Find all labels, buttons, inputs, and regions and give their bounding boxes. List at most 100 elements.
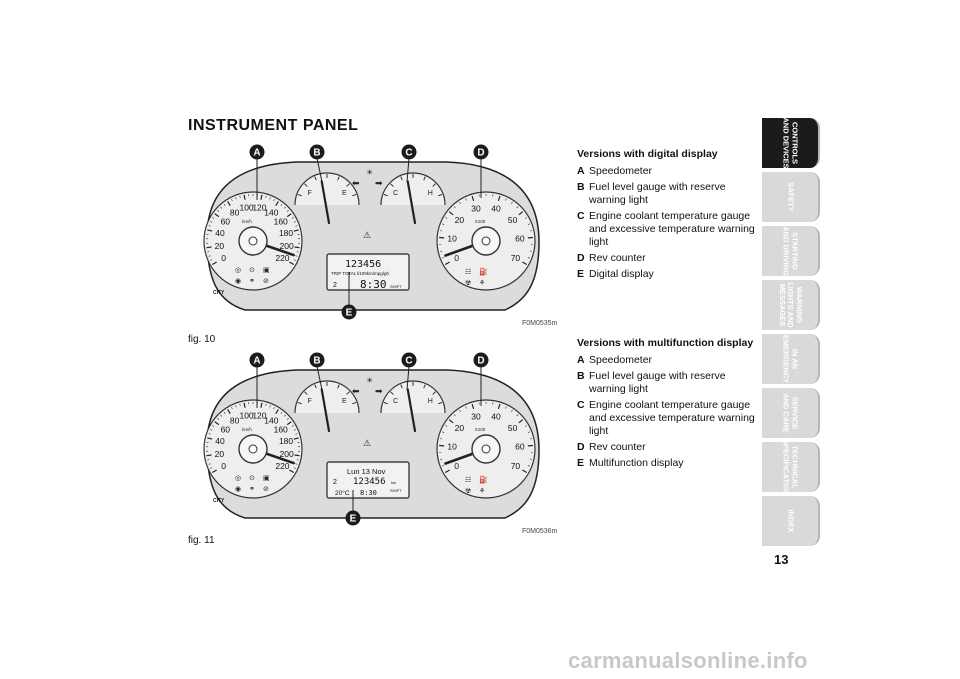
callout-marker — [473, 144, 489, 160]
tick-mark — [293, 437, 299, 440]
callout-letter: E — [350, 514, 357, 525]
dial-label: 120 — [252, 411, 266, 421]
dial-label: 80 — [230, 207, 240, 217]
city-label: CITY — [213, 290, 225, 296]
gear-indicator: 2 — [333, 282, 337, 289]
hub-center — [248, 236, 258, 246]
tick-mark — [390, 391, 394, 395]
tick-mark — [210, 221, 213, 223]
gear-indicator: 2 — [333, 479, 337, 486]
callout-marker — [341, 304, 357, 320]
tick-mark — [231, 199, 233, 202]
dial-label: 120 — [252, 203, 266, 213]
tick-mark — [516, 414, 519, 417]
tick-mark — [337, 176, 340, 181]
dial-label: 100 — [239, 203, 253, 213]
callout-letter: B — [313, 148, 320, 159]
dial-label: 30 — [471, 204, 481, 214]
hazard-warning-icon: ⚠ — [363, 230, 371, 240]
tab-warning-lights[interactable]: WARNING LIGHTS AND MESSAGES — [762, 280, 820, 330]
dial-label: 180 — [279, 228, 293, 238]
tab-service-and-care[interactable]: SERVICE AND CARE — [762, 388, 820, 438]
tick-mark — [207, 229, 213, 232]
tick-mark — [235, 405, 237, 408]
tick-mark — [442, 465, 445, 467]
tick-mark — [212, 217, 215, 219]
turn-left-icon: ⬅ — [352, 178, 360, 188]
tick-mark — [206, 454, 212, 457]
tab-starting-and-driving[interactable]: STARTING AND DRIVING — [762, 226, 820, 276]
tick-mark — [444, 261, 450, 266]
warning-light-icon: ◉ — [235, 278, 241, 285]
tick-mark — [304, 183, 308, 187]
tick-mark — [283, 414, 286, 417]
shift-indicator: SHIFT — [390, 284, 402, 289]
tick-mark — [304, 391, 308, 395]
tab-safety[interactable]: SAFETY — [762, 172, 820, 222]
gauge-label: F — [308, 190, 312, 197]
tick-mark — [497, 403, 501, 410]
tick-mark — [511, 201, 513, 204]
tick-mark — [511, 409, 513, 412]
tick-mark — [522, 469, 528, 474]
figure-code: F0M0535m — [522, 320, 558, 327]
tick-mark — [210, 429, 213, 431]
tick-mark — [289, 469, 295, 474]
clock-readout: 8:30 — [360, 278, 387, 291]
tab-technical-specifications[interactable]: TECHNICAL SPECIFICATIONS — [762, 439, 820, 501]
tick-mark — [208, 433, 211, 435]
callout-line — [316, 157, 323, 183]
item-key: A — [577, 354, 585, 366]
tab-in-an-emergency[interactable]: IN AN EMERGENCY — [762, 334, 820, 384]
callout-line — [406, 365, 410, 391]
tick-mark — [291, 217, 294, 219]
tick-mark — [383, 401, 388, 405]
item-key: C — [577, 210, 585, 222]
tick-mark — [217, 209, 220, 212]
tick-mark — [442, 223, 445, 225]
tick-mark — [208, 255, 211, 257]
item-text: Speedometer — [589, 165, 653, 177]
gauge-label: E — [342, 398, 347, 405]
km-unit: km — [391, 480, 397, 485]
warning-light-icon: ▣ — [263, 475, 270, 482]
tick-mark — [227, 409, 231, 414]
tick-mark — [294, 454, 300, 457]
callout-letter: A — [253, 356, 260, 367]
shift-indicator: SHIFT — [390, 488, 402, 493]
tick-mark — [423, 176, 426, 181]
tick-mark — [423, 384, 426, 389]
tick-mark — [214, 213, 220, 218]
item-text: Rev counter — [589, 441, 646, 453]
tick-mark — [210, 467, 213, 469]
item-key: B — [577, 181, 585, 193]
dial-label: 220 — [275, 461, 289, 471]
tick-mark — [471, 403, 475, 410]
tab-controls-and-devices[interactable]: CONTROLS AND DEVICES — [762, 117, 820, 169]
tab-index[interactable]: INDEX — [762, 496, 820, 546]
section-heading: Versions with digital display — [577, 148, 718, 160]
warning-light-icon: ⚭ — [249, 278, 255, 285]
tick-mark — [295, 255, 298, 257]
page-title: INSTRUMENT PANEL — [188, 117, 359, 134]
tick-mark — [346, 183, 350, 187]
dial-unit: X100 — [475, 219, 486, 224]
item-text: Digital display — [589, 268, 654, 280]
dial-label: 80 — [230, 415, 240, 425]
tick-mark — [524, 217, 527, 219]
display-screen — [326, 253, 410, 291]
tick-mark — [207, 437, 213, 440]
fuel-gauge-arc — [294, 380, 360, 414]
tick-mark — [314, 384, 317, 389]
tick-mark — [527, 223, 530, 225]
trip-label: TRIP TOTAL — [331, 271, 357, 276]
dial-label: 0 — [454, 253, 459, 263]
tick-mark — [383, 193, 388, 197]
tick-mark — [273, 407, 275, 410]
